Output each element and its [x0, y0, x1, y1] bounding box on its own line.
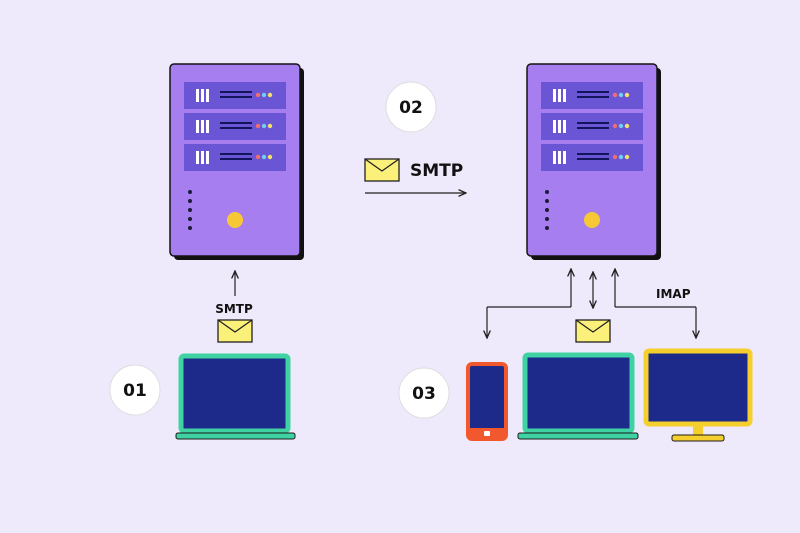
imap-connectors — [487, 269, 696, 338]
smtp-relay-label: SMTP — [410, 161, 463, 181]
sender-mail-server — [169, 63, 305, 261]
svg-text:01: 01 — [123, 381, 147, 401]
svg-text:02: 02 — [399, 98, 423, 118]
sender-laptop — [175, 353, 296, 440]
envelope-icon — [575, 319, 611, 343]
recipient-laptop — [517, 352, 639, 440]
imap-label: IMAP — [656, 287, 691, 301]
recipient-phone — [466, 362, 508, 441]
recipient-mail-server — [526, 63, 662, 261]
step-badge-01: 01 — [109, 364, 161, 416]
step-badge-03: 03 — [398, 367, 450, 419]
smtp-client-label: SMTP — [215, 302, 253, 316]
step-badge-02: 02 — [385, 81, 437, 133]
envelope-icon — [364, 158, 400, 182]
recipient-monitor — [643, 348, 753, 442]
svg-text:03: 03 — [412, 384, 436, 404]
envelope-icon — [217, 319, 253, 343]
